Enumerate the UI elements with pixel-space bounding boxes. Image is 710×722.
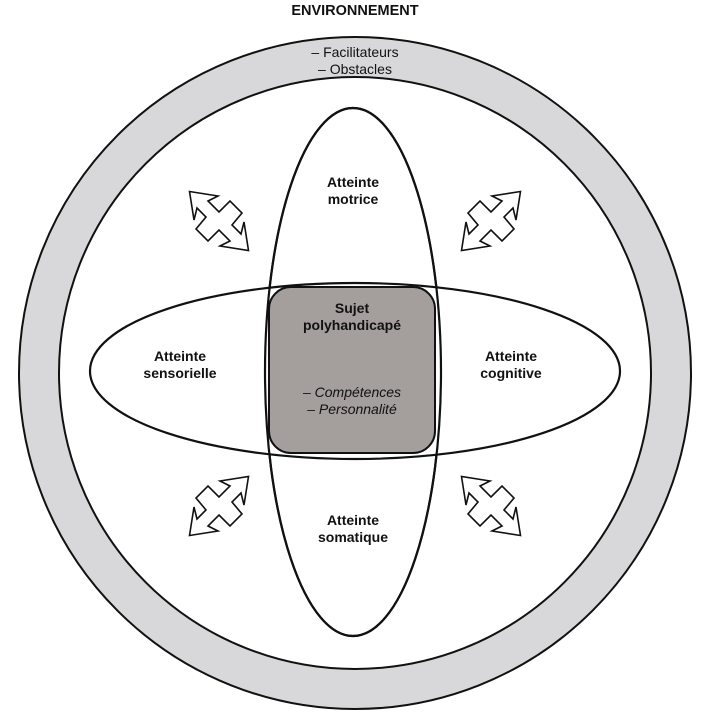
somatic-line-2: somatique	[317, 529, 388, 545]
motor-line-2: motrice	[327, 191, 379, 207]
motor-line-1: Atteinte	[326, 174, 380, 190]
environment-item-obstacles: – Obstacles	[318, 61, 392, 77]
somatic-impairment-label: Atteinte somatique	[278, 512, 428, 546]
cognitive-line-1: Atteinte	[484, 348, 538, 364]
sensory-line-2: sensorielle	[143, 365, 217, 381]
center-box	[268, 286, 436, 454]
cognitive-impairment-label: Atteinte cognitive	[446, 348, 576, 382]
center-title-line-1: Sujet	[334, 300, 370, 316]
environment-items: – Facilitateurs – Obstacles	[230, 44, 480, 78]
environment-title: ENVIRONNEMENT	[291, 3, 419, 19]
center-title: Sujet polyhandicapé	[269, 300, 435, 334]
center-item-personality: – Personnalité	[307, 401, 397, 417]
cognitive-line-2: cognitive	[480, 365, 542, 381]
vertical-ellipse-outline	[263, 106, 443, 638]
center-items: – Compétences – Personnalité	[269, 384, 435, 418]
motor-impairment-label: Atteinte motrice	[278, 174, 428, 208]
sensory-line-1: Atteinte	[153, 348, 207, 364]
center-item-competences: – Compétences	[302, 384, 402, 400]
sensory-impairment-label: Atteinte sensorielle	[115, 348, 245, 382]
somatic-line-1: Atteinte	[326, 512, 380, 528]
center-title-line-2: polyhandicapé	[302, 317, 402, 333]
environment-item-facilitators: – Facilitateurs	[311, 44, 399, 60]
